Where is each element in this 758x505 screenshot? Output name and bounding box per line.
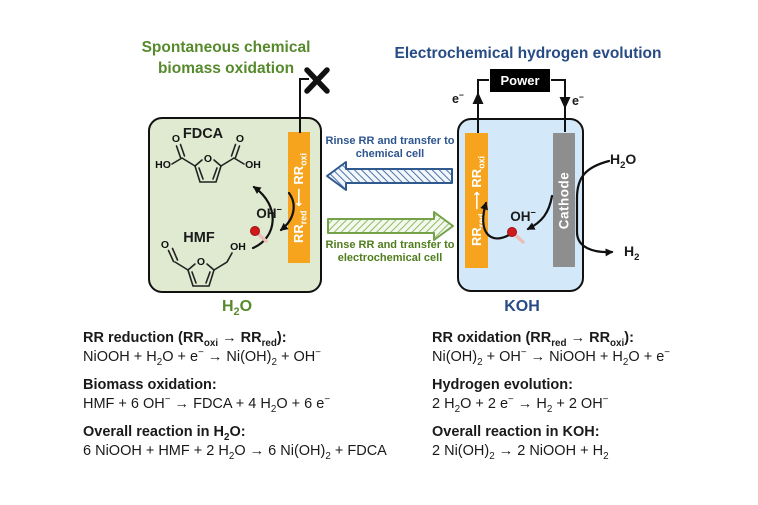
cathode-label-wrap: Cathode	[553, 133, 575, 267]
equation-formula: NiOOH + H2O + e− → Ni(OH)2 + OH−	[83, 347, 322, 368]
transfer-to-electrochemical-text: Rinse RR and transfer to electrochemical…	[325, 239, 455, 265]
equation-formula: HMF + 6 OH− → FDCA + 4 H2O + 6 e−	[83, 394, 331, 415]
hmf-label: HMF	[183, 230, 215, 246]
transfer-to-chemical-text: Rinse RR and transfer to chemical cell	[325, 135, 455, 161]
electron-down-arrowhead	[559, 97, 571, 109]
equation-formula: 6 NiOOH + HMF + 2 H2O → 6 Ni(OH)2 + FDCA	[83, 443, 387, 462]
equation-block: Overall reaction in KOH: 2 Ni(OH)2 → 2 N…	[432, 423, 752, 461]
transfer-arrow-to-electrochemical	[327, 211, 454, 241]
hydroxide-label-left: OH−	[256, 204, 282, 221]
equation-heading: RR reduction (RRoxi → RRred):	[83, 330, 287, 349]
redox-bar-right-label: RRred ⟶ RRoxi	[468, 155, 487, 246]
right-section-title: Electrochemical hydrogen evolution	[394, 45, 662, 62]
redox-bar-left-label: RRred ⟵ RRoxi	[291, 152, 309, 243]
equation-block: Overall reaction in H2O: 6 NiOOH + HMF +…	[83, 423, 423, 461]
water-inflow-label: H2O	[610, 151, 637, 171]
equation-block: RR oxidation (RRred → RRoxi): Ni(OH)2 + …	[432, 329, 752, 367]
equation-heading: Overall reaction in H2O:	[83, 424, 246, 443]
power-supply: Power	[490, 69, 550, 92]
equation-block: Biomass oxidation: HMF + 6 OH− → FDCA + …	[83, 376, 423, 414]
equation-heading: RR oxidation (RRred → RRoxi):	[432, 330, 634, 349]
equation-heading: Biomass oxidation:	[83, 377, 217, 393]
redox-reservoir-bar-right: RRred ⟶ RRoxi	[465, 133, 488, 268]
equations-column-right: RR oxidation (RRred → RRoxi): Ni(OH)2 + …	[432, 329, 752, 470]
fdca-label: FDCA	[182, 126, 224, 142]
equation-formula: Ni(OH)2 + OH− → NiOOH + H2O + e−	[432, 347, 671, 368]
electron-up-arrowhead	[472, 92, 484, 104]
right-cell-solvent-label: KOH	[504, 298, 540, 315]
hydroxide-label-right: OH−	[510, 207, 536, 224]
electron-label-left: e−	[452, 89, 464, 106]
cathode-bar: Cathode	[553, 133, 575, 267]
equation-formula: 2 H2O + 2 e− → H2 + 2 OH−	[432, 394, 609, 415]
hydrogen-outflow-label: H2	[624, 243, 640, 263]
electron-label-right: e−	[572, 91, 584, 108]
equations-column-left: RR reduction (RRoxi → RRred): NiOOH + H2…	[83, 329, 423, 470]
equation-heading: Hydrogen evolution:	[432, 377, 573, 393]
redox-bar-right-label-wrap: RRred ⟶ RRoxi	[465, 133, 488, 268]
cathode-label: Cathode	[556, 171, 572, 229]
equation-heading: Overall reaction in KOH:	[432, 424, 600, 440]
transfer-arrow-to-chemical	[326, 161, 453, 191]
redox-bar-left-label-wrap: RRred ⟵ RRoxi	[288, 132, 310, 263]
redox-reservoir-bar-left: RRred ⟵ RRoxi	[288, 132, 310, 263]
equation-block: Hydrogen evolution: 2 H2O + 2 e− → H2 + …	[432, 376, 752, 414]
left-section-title: Spontaneous chemical biomass oxidation	[141, 39, 311, 77]
equation-block: RR reduction (RRoxi → RRred): NiOOH + H2…	[83, 329, 423, 367]
left-cell-solvent-label: H2O	[221, 298, 253, 319]
equation-formula: 2 Ni(OH)2 → 2 NiOOH + H2	[432, 443, 609, 462]
